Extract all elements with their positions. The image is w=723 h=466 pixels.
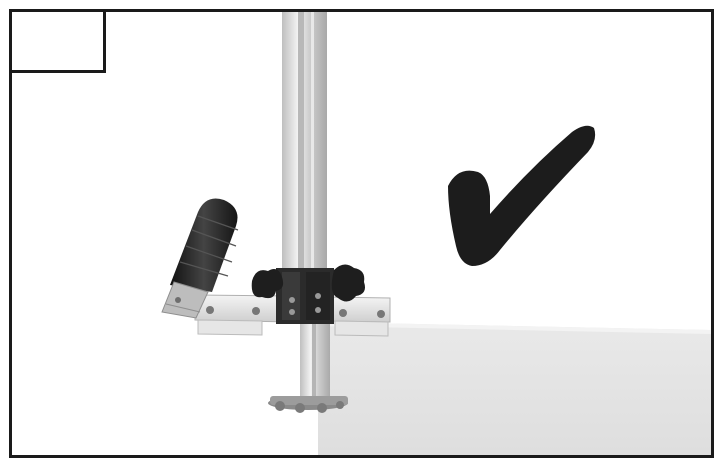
right-bracket [324, 296, 391, 337]
left-bracket [194, 294, 291, 336]
handle-grip [161, 198, 239, 319]
base-foot [268, 396, 348, 413]
clamp-block [276, 268, 334, 324]
glass-panel [318, 322, 711, 455]
vertical-rail [282, 12, 330, 398]
left-knob [251, 269, 284, 299]
checkmark-icon [448, 125, 596, 266]
step-number-box [9, 9, 106, 73]
right-knob [331, 264, 365, 302]
